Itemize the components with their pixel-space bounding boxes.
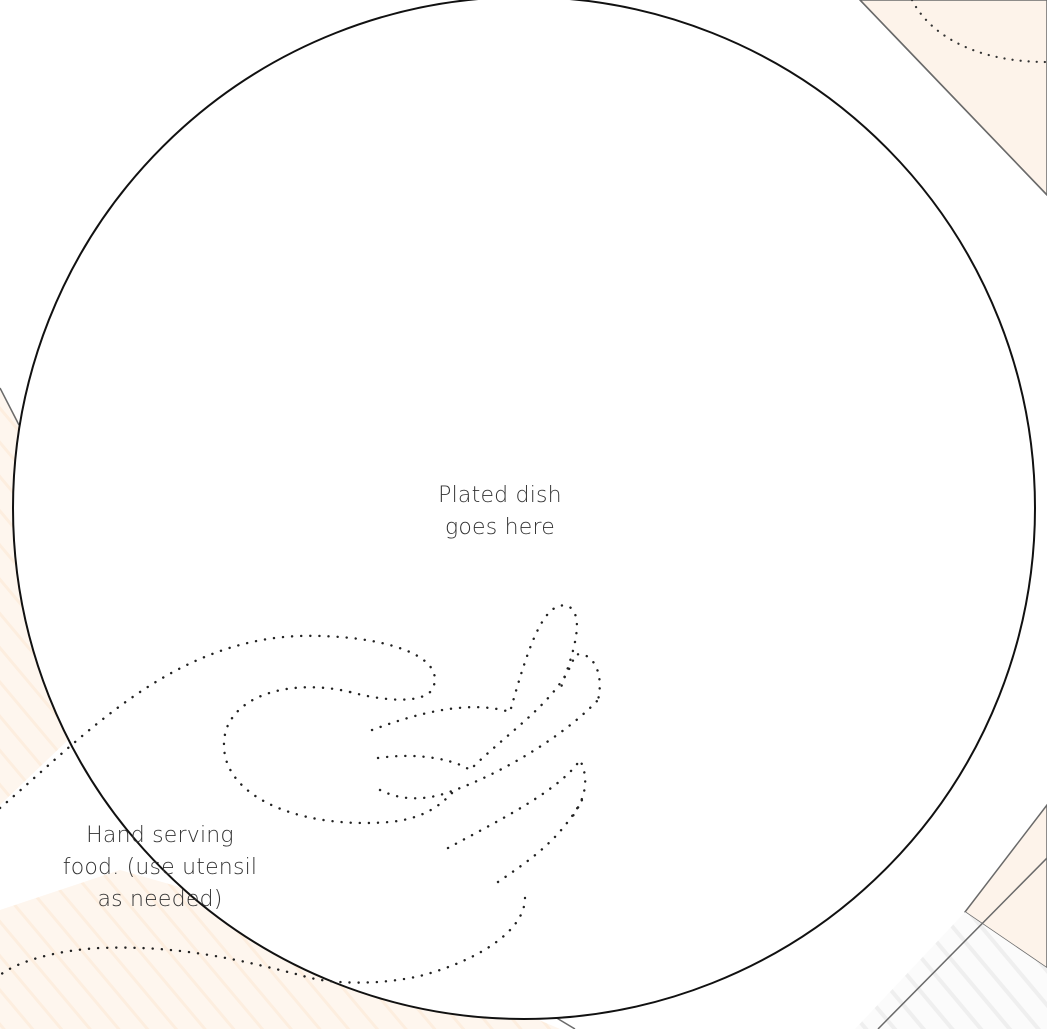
dish-label-line-2: goes here	[444, 515, 556, 540]
top-right-dotted-arc	[910, 0, 1047, 64]
hand-dotted-outline	[0, 604, 601, 984]
top-right-panel-edge	[859, 0, 1047, 196]
bottom-right-striped-panel	[855, 912, 1047, 1029]
plate-outline	[12, 0, 1036, 1020]
hand-placeholder-label: Hand serving food. (use utensil as neede…	[30, 820, 290, 916]
dish-placeholder-label: Plated dish goes here	[410, 480, 590, 544]
hand-label-line-2: food. (use utensil	[62, 855, 258, 880]
left-panel-edge	[0, 387, 20, 426]
dish-label-line-1: Plated dish	[438, 483, 562, 508]
hand-label-line-3: as needed)	[97, 887, 223, 912]
bottom-right-edge	[877, 857, 1047, 1029]
hand-label-line-1: Hand serving	[86, 823, 234, 848]
